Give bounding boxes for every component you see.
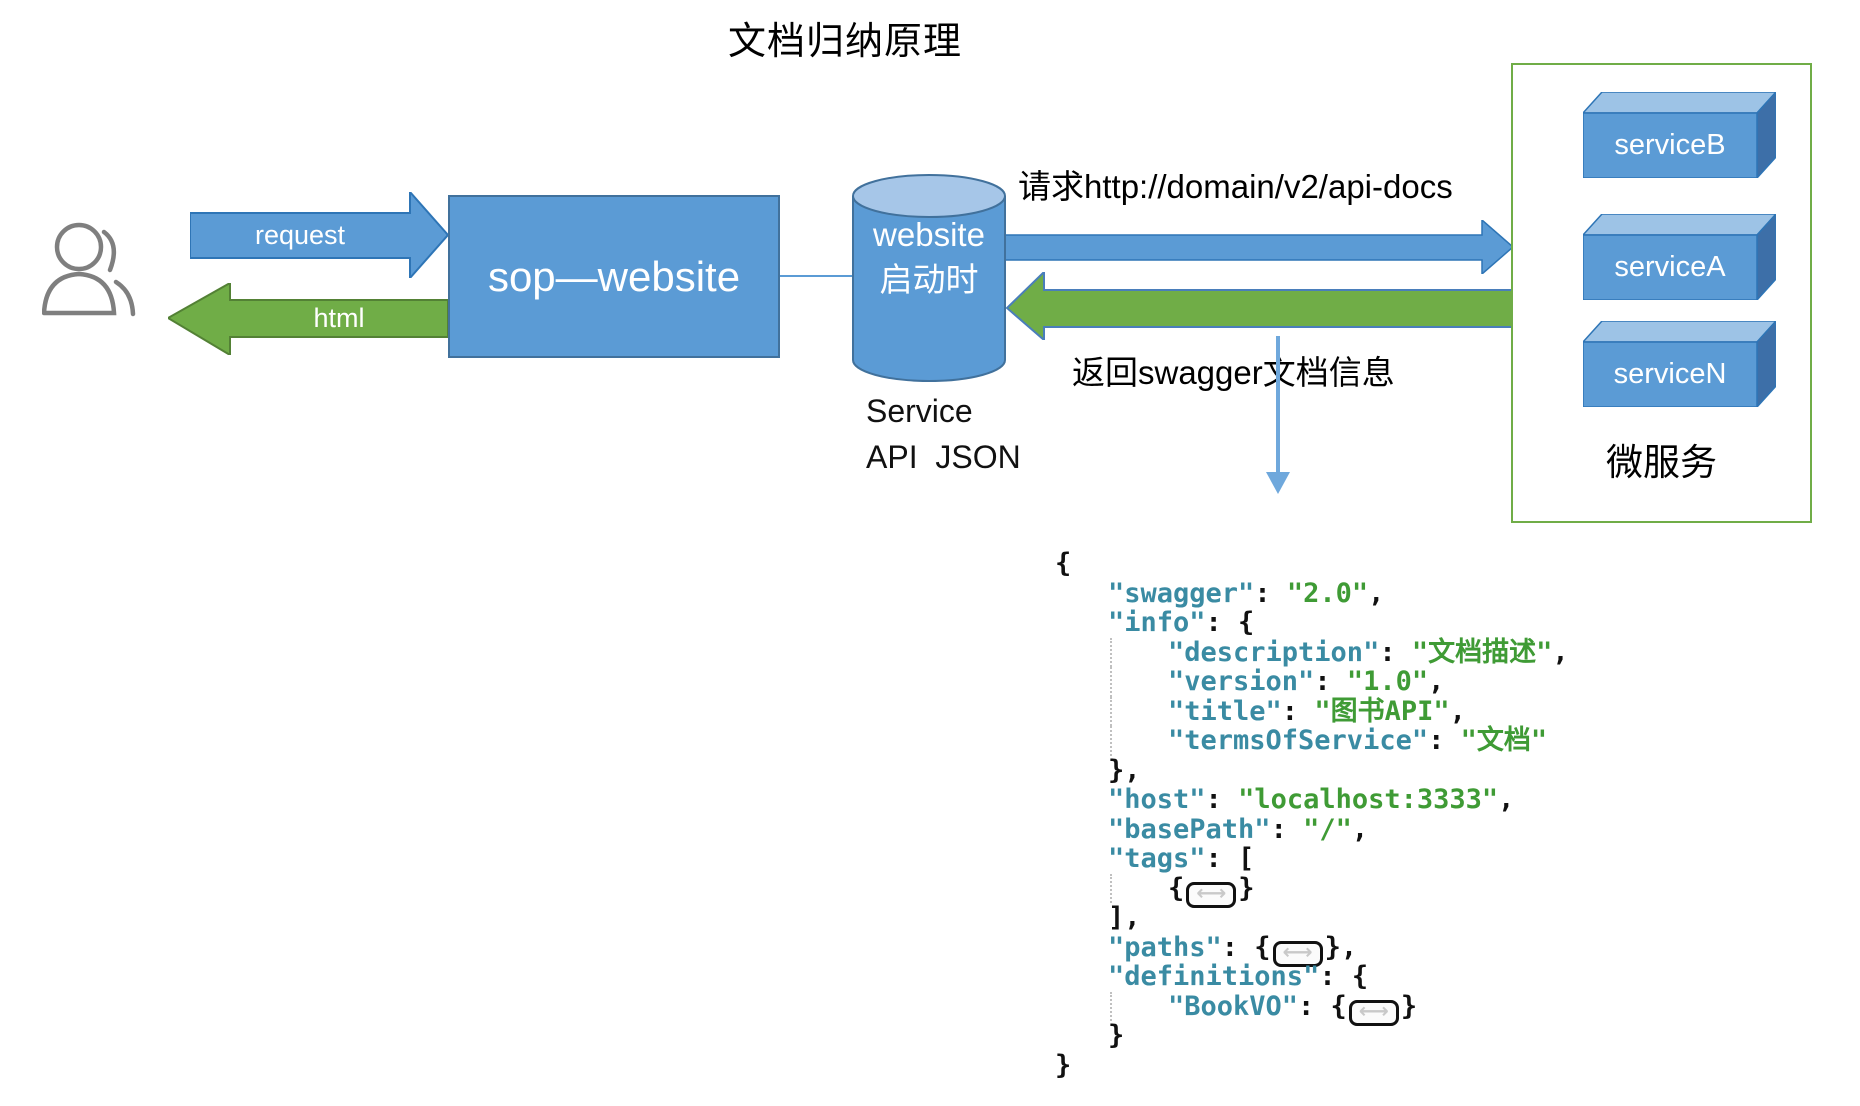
database-cylinder [852, 174, 1006, 382]
cylinder-top-face [852, 174, 1006, 218]
back-person-shoulder-arc [113, 279, 136, 317]
json-key: "tags" [1108, 843, 1206, 874]
json-punct: : { [1319, 961, 1369, 992]
user-icon [42, 222, 136, 317]
json-flow-down-arrow [1266, 336, 1290, 494]
service-api-json-caption: Service API JSON [866, 393, 1021, 475]
json-punct: : { [1221, 931, 1271, 963]
json-punct: : { [1298, 990, 1347, 1022]
json-code: {"swagger": "2.0","info": {"description"… [1055, 549, 1569, 1080]
collapsed-content-badge[interactable]: ⟷ [1272, 940, 1323, 967]
code-line: "basePath": "/", [1055, 813, 1569, 845]
code-line: } [1055, 1049, 1569, 1081]
json-punct: : { [1205, 607, 1255, 638]
code-line: { [1055, 549, 1569, 579]
json-punct: }, [1324, 931, 1358, 963]
front-person-body [42, 271, 117, 316]
cylinder-label-line1: website [873, 216, 985, 253]
json-punct: , [1351, 813, 1369, 845]
json-punct: : [1379, 636, 1412, 668]
json-punct: : [1314, 666, 1347, 697]
service-cuboid-b [1583, 92, 1776, 178]
code-line: {⟷} [1055, 872, 1569, 908]
back-person-head-arc [101, 229, 117, 273]
box-cylinder-connector-line [780, 275, 854, 277]
service-label-a: serviceA [1614, 251, 1726, 283]
code-line: "description": "文档描述", [1055, 636, 1569, 668]
code-line: ], [1055, 903, 1569, 933]
code-line: "BookVO": {⟷} [1055, 990, 1569, 1026]
collapsed-content-badge[interactable]: ⟷ [1348, 999, 1399, 1026]
front-person-head [54, 222, 104, 272]
cylinder-label: website 启动时 [852, 212, 1006, 302]
cylinder-label-line2: 启动时 [879, 261, 979, 298]
html-arrow [168, 283, 448, 355]
code-line: }, [1055, 754, 1569, 786]
json-key: "basePath" [1108, 813, 1271, 845]
json-punct: : [1281, 695, 1315, 727]
service-cuboid-a [1583, 214, 1776, 300]
json-key: "info" [1108, 607, 1206, 638]
json-punct: } [1108, 1020, 1125, 1051]
code-line: "version": "1.0", [1055, 667, 1569, 697]
code-line: } [1055, 1021, 1569, 1051]
collapsed-content-badge[interactable]: ⟷ [1186, 881, 1237, 908]
api-docs-request-label: 请求http://domain/v2/api-docs [1018, 168, 1453, 205]
json-punct: , [1428, 666, 1445, 697]
json-punct: { [1168, 872, 1185, 904]
json-key: "termsOfService" [1168, 725, 1429, 756]
json-value: "/" [1303, 813, 1352, 845]
json-punct: { [1055, 548, 1072, 579]
sop-website-label: sop—website [487, 252, 741, 300]
request-arrow-label: request [254, 220, 346, 250]
service-label-b: serviceB [1614, 129, 1726, 161]
json-punct: , [1368, 577, 1385, 609]
json-key: "version" [1168, 666, 1315, 697]
json-punct: : [1254, 577, 1287, 609]
request-arrow [190, 192, 448, 278]
json-value: "文档" [1460, 725, 1548, 756]
code-line: "host": "localhost:3333", [1055, 785, 1569, 815]
json-punct: } [1400, 990, 1418, 1022]
json-key: "description" [1168, 636, 1380, 668]
code-line: "tags": [ [1055, 844, 1569, 874]
json-punct: }, [1108, 754, 1141, 786]
json-key: "BookVO" [1168, 990, 1299, 1022]
sop-website-box: sop—website [448, 195, 780, 358]
json-punct: : [1205, 784, 1239, 815]
json-value: "localhost:3333" [1238, 784, 1499, 815]
service-cuboid-n [1583, 321, 1776, 407]
json-punct: : [ [1205, 843, 1255, 874]
json-punct: } [1055, 1049, 1072, 1081]
json-value: "图书API" [1314, 695, 1450, 727]
swagger-return-label: 返回swagger文档信息 [1072, 354, 1395, 391]
api-docs-request-arrow [1002, 220, 1513, 274]
json-key: "swagger" [1108, 577, 1255, 609]
page-title: 文档归纳原理 [727, 21, 962, 63]
code-line: "termsOfService": "文档" [1055, 726, 1569, 756]
json-key: "title" [1168, 695, 1282, 727]
json-key: "definitions" [1108, 961, 1320, 992]
html-arrow-label: html [313, 302, 365, 333]
code-line: "paths": {⟷}, [1055, 931, 1569, 967]
json-key: "paths" [1108, 931, 1222, 963]
swagger-return-arrow [1005, 272, 1513, 340]
service-label-n: serviceN [1613, 358, 1727, 390]
json-value: "1.0" [1346, 666, 1429, 697]
json-punct: ], [1108, 902, 1141, 933]
json-punct: : [1428, 725, 1461, 756]
json-key: "host" [1108, 784, 1206, 815]
json-punct: , [1498, 784, 1515, 815]
microservices-caption: 微服务 [1606, 442, 1717, 483]
code-line: "definitions": { [1055, 962, 1569, 992]
code-line: "info": { [1055, 608, 1569, 638]
code-line: "swagger": "2.0", [1055, 577, 1569, 609]
code-line: "title": "图书API", [1055, 695, 1569, 727]
json-punct: } [1238, 872, 1255, 904]
json-punct: , [1552, 636, 1569, 668]
json-value: "文档描述" [1411, 636, 1553, 668]
json-punct: : [1270, 813, 1304, 845]
json-value: "2.0" [1286, 577, 1369, 609]
json-punct: , [1449, 695, 1466, 727]
